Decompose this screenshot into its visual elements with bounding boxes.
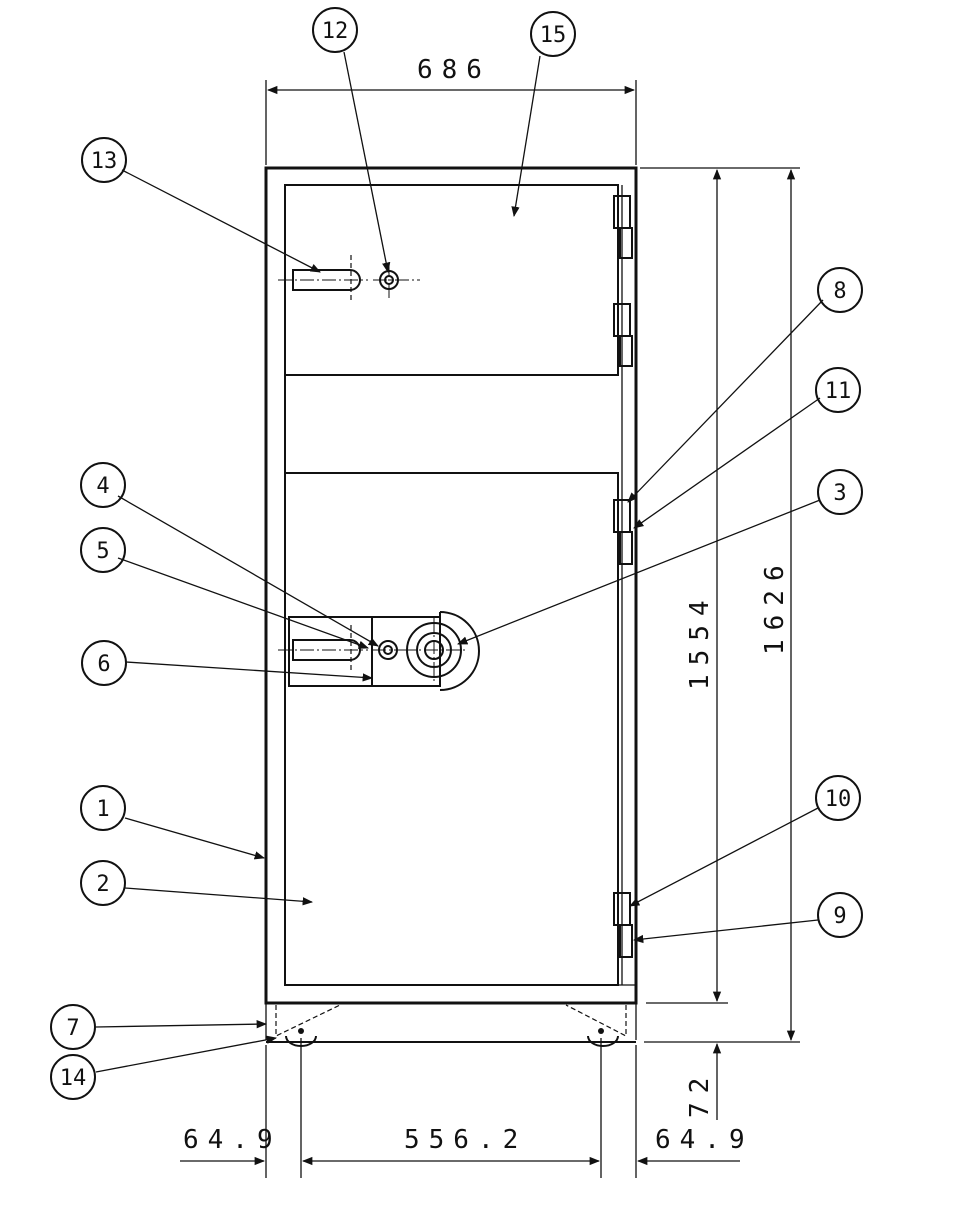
dim-base-height: 72 [685,1069,715,1118]
hinge-lower-bottom [613,892,633,958]
balloon-15: 15 [530,11,576,57]
balloon-4: 4 [80,462,126,508]
balloon-5: 5 [80,527,126,573]
dimensions: 686 1554 1626 72 64.9 556.2 64.9 [180,55,800,1178]
balloon-11: 11 [815,367,861,413]
svg-text:8: 8 [833,279,846,304]
svg-text:2: 2 [96,872,109,897]
balloon-9: 9 [817,892,863,938]
balloon-8: 8 [817,267,863,313]
dim-overall-height: 1626 [760,556,790,655]
balloon-1: 1 [80,785,126,831]
balloon-10: 10 [815,775,861,821]
lower-door [284,472,619,986]
hinge-lower-top [613,499,633,565]
balloons: 12 15 13 8 11 3 4 5 [50,7,863,1100]
svg-text:11: 11 [825,379,852,404]
lock-plate [288,616,441,687]
svg-text:4: 4 [96,474,109,499]
dim-door-height: 1554 [685,591,715,690]
dim-overall-width: 686 [417,55,491,85]
balloon-3: 3 [817,469,863,515]
svg-text:3: 3 [833,481,846,506]
lower-handle [292,639,361,661]
balloon-12: 12 [312,7,358,53]
safe-body [264,166,638,1005]
leader-lines [95,51,824,1073]
balloon-6: 6 [81,640,127,686]
svg-text:7: 7 [66,1016,79,1041]
svg-text:14: 14 [60,1066,87,1091]
base [265,1003,637,1047]
dim-right-offset: 64.9 [655,1125,754,1155]
svg-text:12: 12 [322,19,349,44]
svg-text:15: 15 [540,23,567,48]
hinges [613,195,633,958]
dim-left-offset: 64.9 [183,1125,282,1155]
balloon-2: 2 [80,860,126,906]
svg-text:1: 1 [96,797,109,822]
dim-foot-spacing: 556.2 [404,1125,527,1155]
hinge-upper-top [613,195,633,259]
svg-text:6: 6 [97,652,110,677]
cabinet-outline [264,166,638,1005]
hinge-upper-bottom [613,303,633,367]
right-foot [565,1004,627,1047]
balloon-14: 14 [50,1054,96,1100]
upper-handle [292,269,361,291]
lower-door-hardware [278,611,480,691]
svg-text:9: 9 [833,904,846,929]
svg-text:5: 5 [96,539,109,564]
svg-text:13: 13 [91,149,118,174]
balloon-7: 7 [50,1004,96,1050]
svg-text:10: 10 [825,787,852,812]
left-foot [275,1004,341,1047]
balloon-13: 13 [81,137,127,183]
